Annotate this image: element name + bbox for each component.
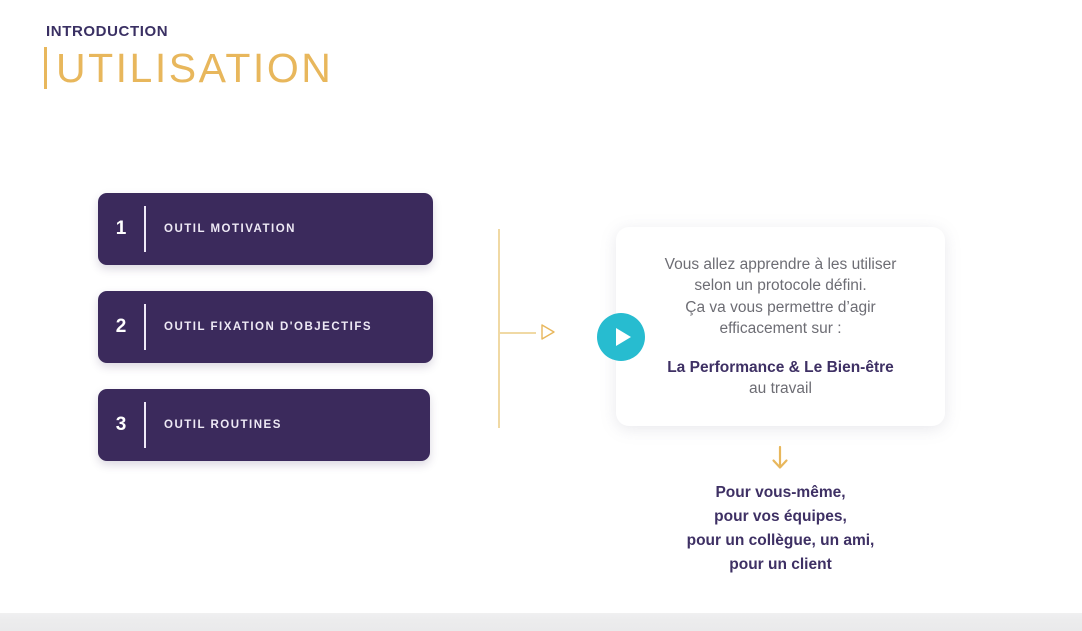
play-icon xyxy=(616,328,631,346)
tool-number: 2 xyxy=(115,316,127,337)
tool-item-3[interactable]: 3 OUTIL ROUTINES xyxy=(98,389,430,461)
connector-horizontal-line xyxy=(500,332,536,334)
tool-label: OUTIL FIXATION D'OBJECTIFS xyxy=(164,321,373,333)
card-subline-text: au travail xyxy=(749,380,812,397)
tool-number: 1 xyxy=(115,218,127,239)
card-paragraph-line-4: efficacement sur : xyxy=(719,320,842,337)
info-card: Vous allez apprendre à les utiliser selo… xyxy=(616,227,945,426)
triangle-right-icon xyxy=(541,324,555,340)
footer-audience-text: Pour vous-même, pour vos équipes, pour u… xyxy=(616,481,945,577)
card-paragraph-line-3: Ça va vous permettre d’agir xyxy=(685,298,876,316)
tool-divider xyxy=(144,206,146,252)
connector-bracket xyxy=(498,229,560,429)
tool-label: OUTIL MOTIVATION xyxy=(164,223,296,235)
play-button[interactable] xyxy=(597,313,645,361)
page-title: UTILISATION xyxy=(44,47,333,89)
tool-item-1[interactable]: 1 OUTIL MOTIVATION xyxy=(98,193,433,265)
arrow-down-icon xyxy=(772,445,788,469)
bottom-strip xyxy=(0,613,1082,631)
tool-item-2[interactable]: 2 OUTIL FIXATION D'OBJECTIFS xyxy=(98,291,433,363)
eyebrow-label: INTRODUCTION xyxy=(46,23,169,40)
card-paragraph-line-2: selon un protocole défini. xyxy=(694,277,867,294)
card-paragraph-line-1: Vous allez apprendre à les utiliser xyxy=(664,255,897,273)
title-text: UTILISATION xyxy=(56,44,334,91)
footer-line-4: pour un client xyxy=(729,556,832,573)
footer-line-1: Pour vous-même, xyxy=(715,484,846,501)
tool-divider xyxy=(144,402,146,448)
tool-list: 1 OUTIL MOTIVATION 2 OUTIL FIXATION D'OB… xyxy=(98,193,433,487)
slide-header: INTRODUCTION UTILISATION xyxy=(44,24,333,89)
tool-label: OUTIL ROUTINES xyxy=(164,419,282,431)
title-accent-bar xyxy=(44,47,47,89)
tool-divider xyxy=(144,304,146,350)
card-highlight-text: La Performance & Le Bien-être xyxy=(667,358,894,376)
tool-number: 3 xyxy=(115,414,127,435)
slide-canvas: INTRODUCTION UTILISATION 1 OUTIL MOTIVAT… xyxy=(44,24,945,577)
footer-line-2: pour vos équipes, xyxy=(714,508,847,525)
connector-vertical-line xyxy=(498,229,500,428)
footer-line-3: pour un collègue, un ami, xyxy=(686,532,875,549)
